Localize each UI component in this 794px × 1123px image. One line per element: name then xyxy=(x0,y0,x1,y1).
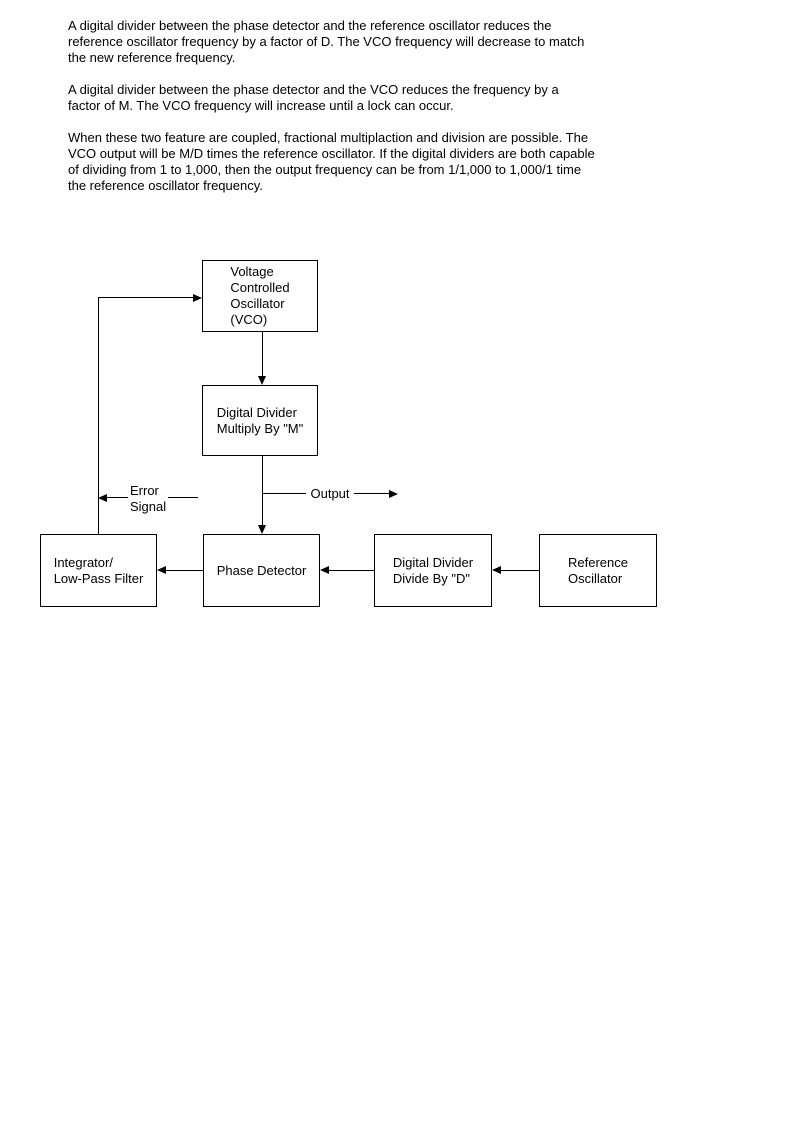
phase-detector-box: Phase Detector xyxy=(203,534,320,607)
vco-box: Voltage Controlled Oscillator (VCO) xyxy=(202,260,318,332)
divider-d-to-phase-line xyxy=(329,570,374,571)
phase-to-integrator-line xyxy=(166,570,203,571)
divider-m-box: Digital Divider Multiply By "M" xyxy=(202,385,318,456)
vco-to-divider-m-arrowhead xyxy=(258,376,266,385)
output-arrowhead xyxy=(389,490,398,498)
reference-oscillator-box: Reference Oscillator xyxy=(539,534,657,607)
paragraph-3: When these two feature are coupled, frac… xyxy=(68,130,595,193)
feedback-into-vco-arrowhead xyxy=(193,294,202,302)
feedback-line-vertical xyxy=(98,298,99,534)
divider-m-to-phase-line xyxy=(262,456,263,525)
phase-to-integrator-arrowhead xyxy=(157,566,166,574)
divider-d-box: Digital Divider Divide By "D" xyxy=(374,534,492,607)
output-line-right xyxy=(354,493,389,494)
output-label: Output xyxy=(306,486,354,502)
error-signal-line-left xyxy=(107,497,128,498)
intro-text: A digital divider between the phase dete… xyxy=(68,18,628,210)
feedback-line-horizontal xyxy=(98,297,194,298)
output-line-left xyxy=(262,493,306,494)
paragraph-1: A digital divider between the phase dete… xyxy=(68,18,585,65)
paragraph-2: A digital divider between the phase dete… xyxy=(68,82,559,113)
integrator-box: Integrator/ Low-Pass Filter xyxy=(40,534,157,607)
error-signal-line-right xyxy=(168,497,198,498)
divider-d-to-phase-arrowhead xyxy=(320,566,329,574)
vco-to-divider-m-line xyxy=(262,332,263,377)
reference-to-divider-d-line xyxy=(501,570,539,571)
error-signal-arrowhead xyxy=(98,494,107,502)
reference-to-divider-d-arrowhead xyxy=(492,566,501,574)
divider-m-to-phase-arrowhead xyxy=(258,525,266,534)
error-signal-label: Error Signal xyxy=(130,483,167,515)
